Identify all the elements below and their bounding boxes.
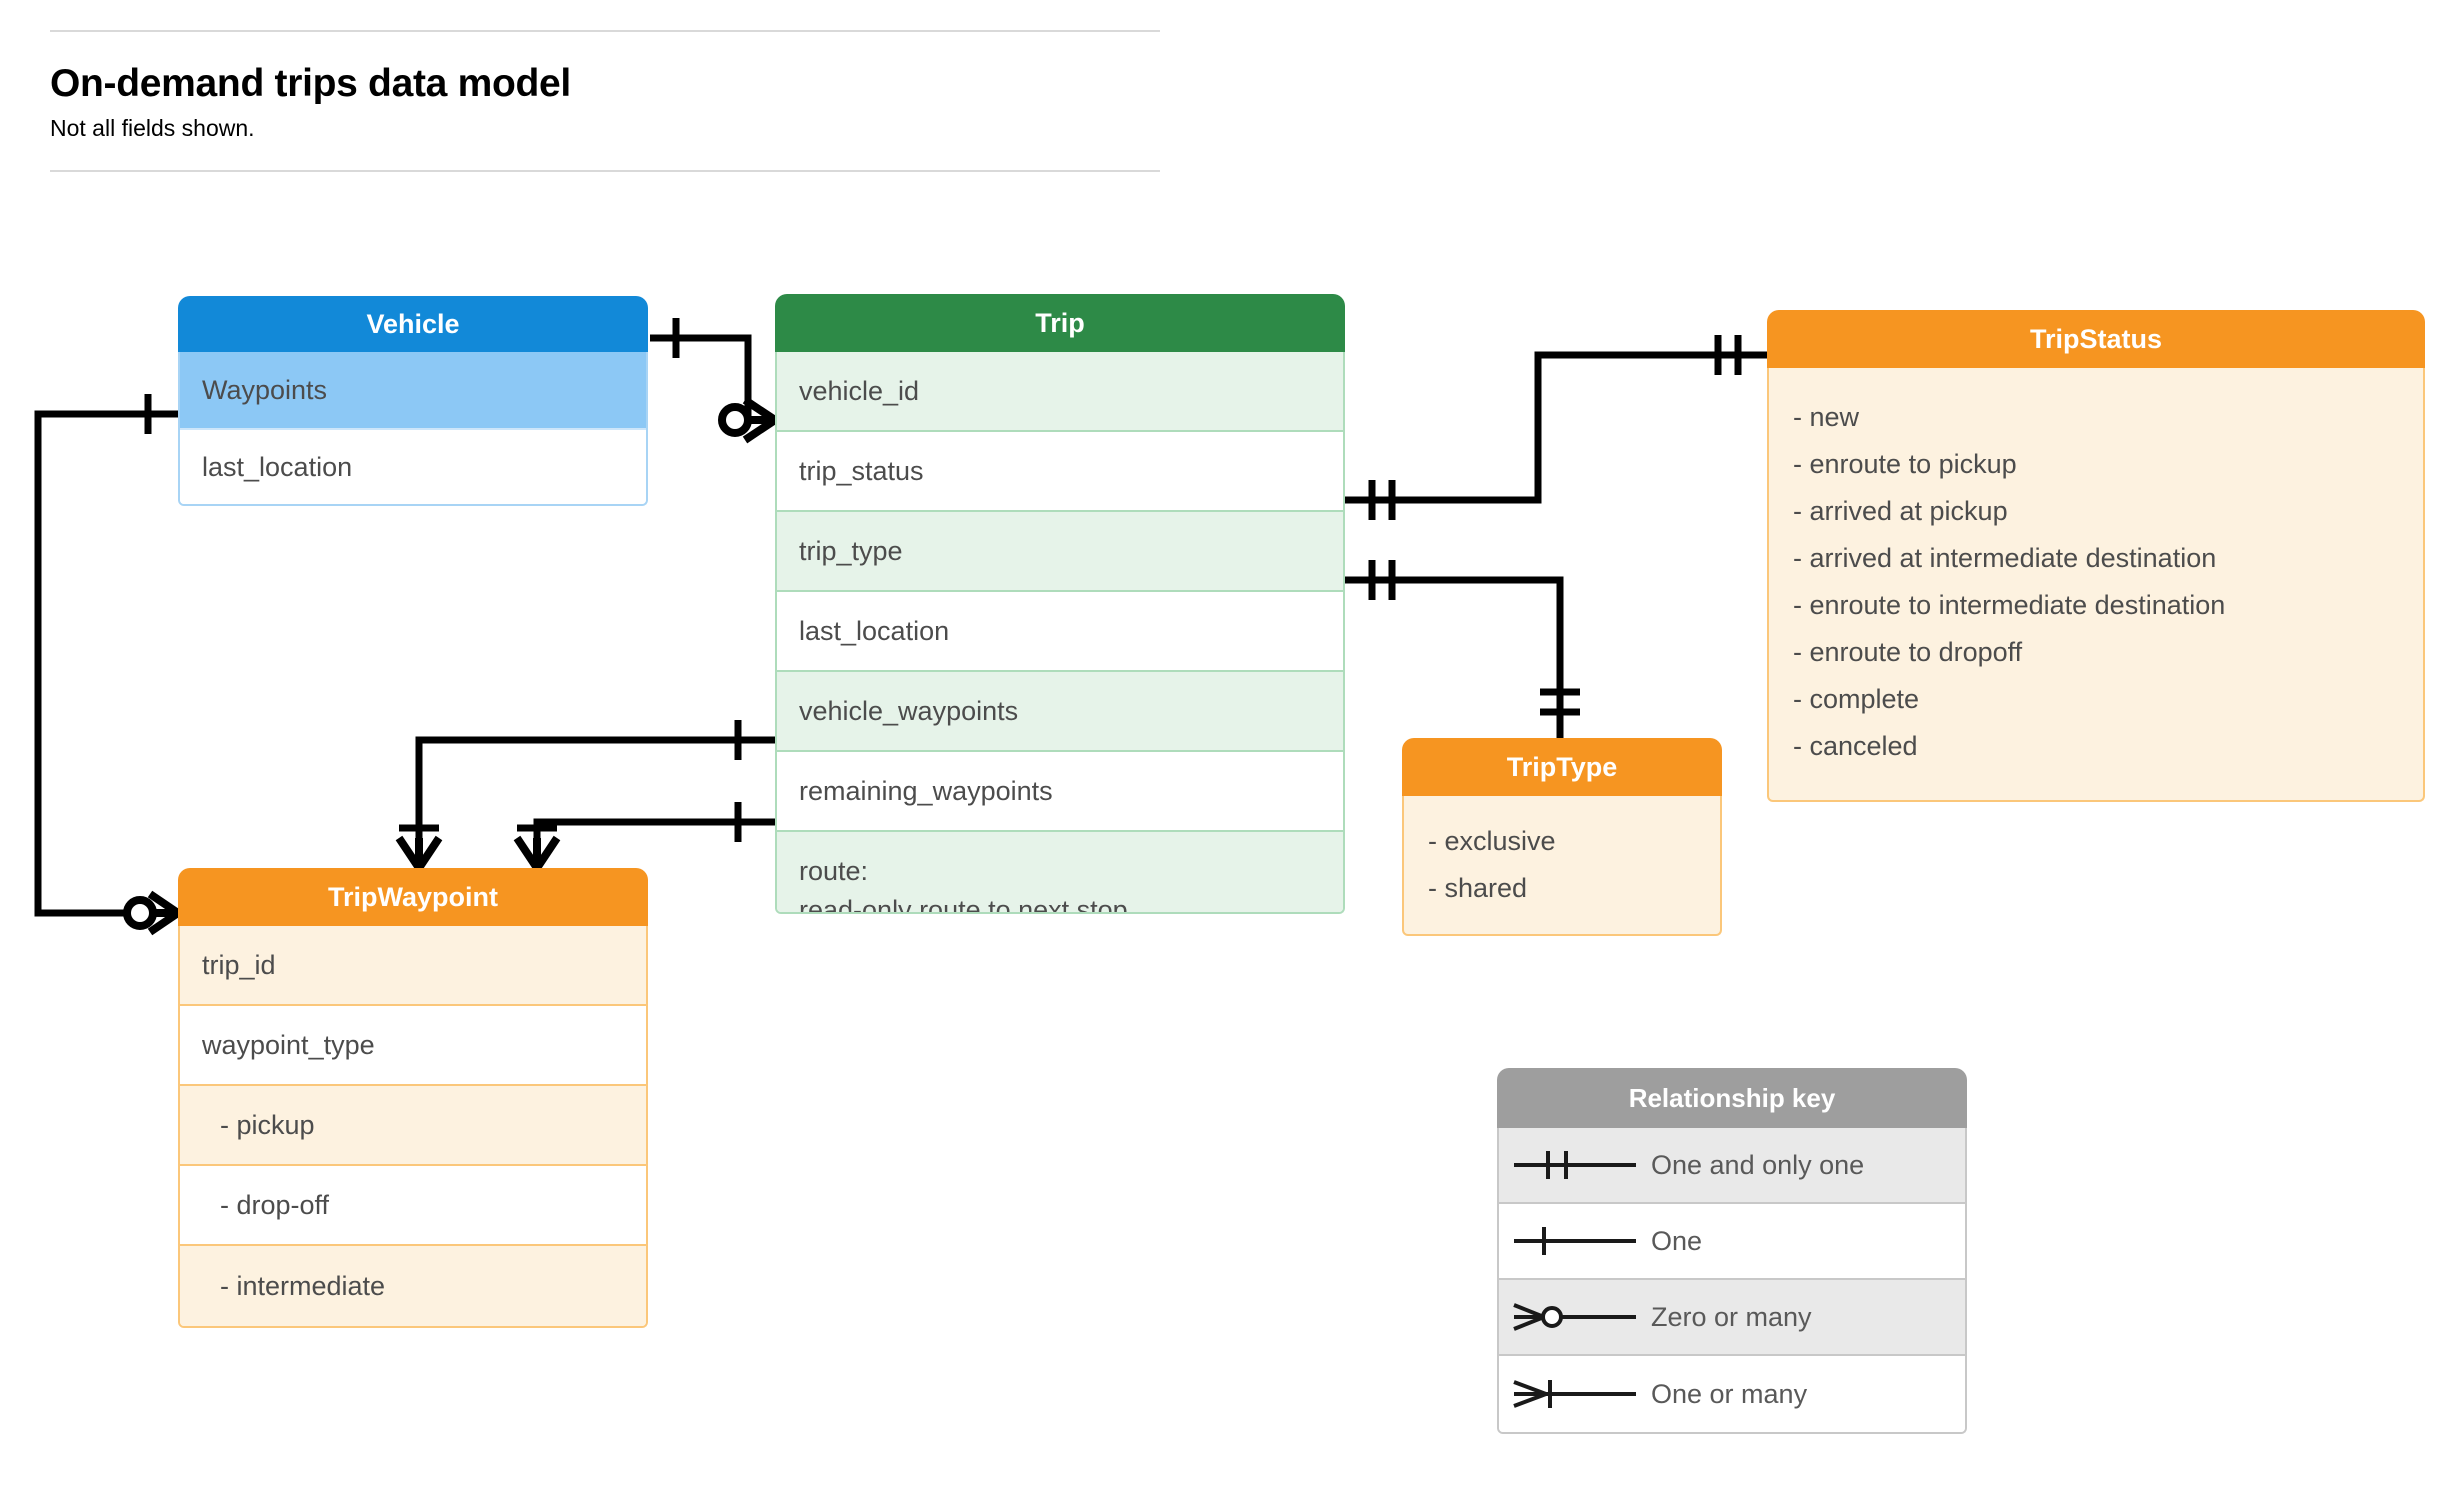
entity-vehicle-fields: Waypoints last_location xyxy=(178,352,648,506)
card-zero-circle-trip-vehicleid xyxy=(718,403,752,437)
page-header: On-demand trips data model Not all field… xyxy=(50,30,1160,173)
card-crowsfoot-tripwaypoint-left xyxy=(147,890,181,936)
conn-vehicle-waypoints-to-tripwaypoint xyxy=(34,410,178,917)
entity-triptype-title: TripType xyxy=(1402,738,1722,796)
field-vehicle-waypoints[interactable]: Waypoints xyxy=(180,352,646,428)
one-or-many-icon xyxy=(1499,1374,1651,1414)
value-tripstatus-canceled[interactable]: - canceled xyxy=(1793,731,1918,761)
page-title: On-demand trips data model xyxy=(50,62,571,105)
value-tw-intermediate[interactable]: - intermediate xyxy=(180,1246,646,1326)
value-triptype-shared[interactable]: - shared xyxy=(1428,873,1528,903)
card-zero-circle-tripwaypoint xyxy=(123,896,157,930)
legend-item-one-or-many: One or many xyxy=(1499,1356,1965,1432)
entity-trip-title: Trip xyxy=(775,294,1345,352)
legend-item-one: One xyxy=(1499,1204,1965,1280)
value-tripstatus-arrived-pickup[interactable]: - arrived at pickup xyxy=(1793,496,2008,526)
legend-item-zero-or-many: Zero or many xyxy=(1499,1280,1965,1356)
entity-tripstatus[interactable]: TripStatus - new - enroute to pickup - a… xyxy=(1767,310,2425,802)
value-tripstatus-arrived-intermediate[interactable]: - arrived at intermediate destination xyxy=(1793,543,2217,573)
field-trip-remaining-waypoints[interactable]: remaining_waypoints xyxy=(777,752,1343,832)
field-trip-route-note: read-only route to next stop xyxy=(799,895,1128,914)
value-tripstatus-enroute-dropoff[interactable]: - enroute to dropoff xyxy=(1793,637,2023,667)
field-trip-route[interactable]: route: read-only route to next stop xyxy=(777,832,1343,912)
entity-trip[interactable]: Trip vehicle_id trip_status trip_type la… xyxy=(775,294,1345,914)
legend-title: Relationship key xyxy=(1497,1068,1967,1128)
field-trip-last-location[interactable]: last_location xyxy=(777,592,1343,672)
header-rule-bottom xyxy=(50,170,1160,173)
legend-label-one-and-only-one: One and only one xyxy=(1651,1149,1865,1180)
entity-vehicle[interactable]: Vehicle Waypoints last_location xyxy=(178,296,648,506)
field-tw-trip-id[interactable]: trip_id xyxy=(180,926,646,1006)
value-tripstatus-enroute-pickup[interactable]: - enroute to pickup xyxy=(1793,449,2017,479)
legend-rows: One and only one One xyxy=(1497,1128,1967,1434)
field-trip-trip-type[interactable]: trip_type xyxy=(777,512,1343,592)
field-trip-vehicle-id[interactable]: vehicle_id xyxy=(777,352,1343,432)
conn-vehicle-to-trip xyxy=(650,334,775,424)
card-crowsfoot-tw-b xyxy=(513,835,561,871)
entity-trip-fields: vehicle_id trip_status trip_type last_lo… xyxy=(775,352,1345,914)
legend-label-one-or-many: One or many xyxy=(1651,1378,1808,1409)
card-crowsfoot-trip-vehicleid xyxy=(742,396,778,444)
entity-vehicle-title: Vehicle xyxy=(178,296,648,352)
field-trip-vehicle-waypoints[interactable]: vehicle_waypoints xyxy=(777,672,1343,752)
entity-tripwaypoint-fields: trip_id waypoint_type - pickup - drop-of… xyxy=(178,926,648,1328)
entity-triptype-values: - exclusive - shared xyxy=(1402,796,1722,936)
conn-remaining-waypoints-to-tripwaypoint xyxy=(533,818,775,868)
value-triptype-exclusive[interactable]: - exclusive xyxy=(1428,826,1556,856)
field-trip-trip-status[interactable]: trip_status xyxy=(777,432,1343,512)
value-tripstatus-new[interactable]: - new xyxy=(1793,402,1860,432)
value-tw-drop-off[interactable]: - drop-off xyxy=(180,1166,646,1246)
value-tw-pickup[interactable]: - pickup xyxy=(180,1086,646,1166)
field-vehicle-last-location[interactable]: last_location xyxy=(180,428,646,504)
entity-tripwaypoint[interactable]: TripWaypoint trip_id waypoint_type - pic… xyxy=(178,868,648,1328)
card-crowsfoot-tw-a xyxy=(395,835,443,871)
header-rule-top xyxy=(50,30,1160,32)
legend-label-zero-or-many: Zero or many xyxy=(1651,1301,1812,1332)
entity-tripstatus-title: TripStatus xyxy=(1767,310,2425,368)
one-and-only-one-icon xyxy=(1499,1145,1651,1185)
legend-item-one-and-only-one: One and only one xyxy=(1499,1128,1965,1204)
entity-triptype[interactable]: TripType - exclusive - shared xyxy=(1402,738,1722,936)
conn-trip-type-to-triptype xyxy=(1345,576,1564,738)
conn-trip-status-to-tripstatus xyxy=(1345,351,1767,504)
field-trip-route-label: route: xyxy=(799,856,869,886)
entity-tripstatus-values: - new - enroute to pickup - arrived at p… xyxy=(1767,368,2425,802)
page-subtitle: Not all fields shown. xyxy=(50,114,255,141)
value-tripstatus-complete[interactable]: - complete xyxy=(1793,684,1920,714)
relationship-key-legend: Relationship key One and only one xyxy=(1497,1068,1967,1434)
value-tripstatus-enroute-intermediate[interactable]: - enroute to intermediate destination xyxy=(1793,590,2226,620)
zero-or-many-icon xyxy=(1499,1297,1651,1337)
one-icon xyxy=(1499,1221,1651,1261)
conn-vehicle-waypoints-field-to-tripwaypoint xyxy=(415,736,775,868)
field-tw-waypoint-type[interactable]: waypoint_type xyxy=(180,1006,646,1086)
legend-label-one: One xyxy=(1651,1225,1703,1256)
entity-tripwaypoint-title: TripWaypoint xyxy=(178,868,648,926)
